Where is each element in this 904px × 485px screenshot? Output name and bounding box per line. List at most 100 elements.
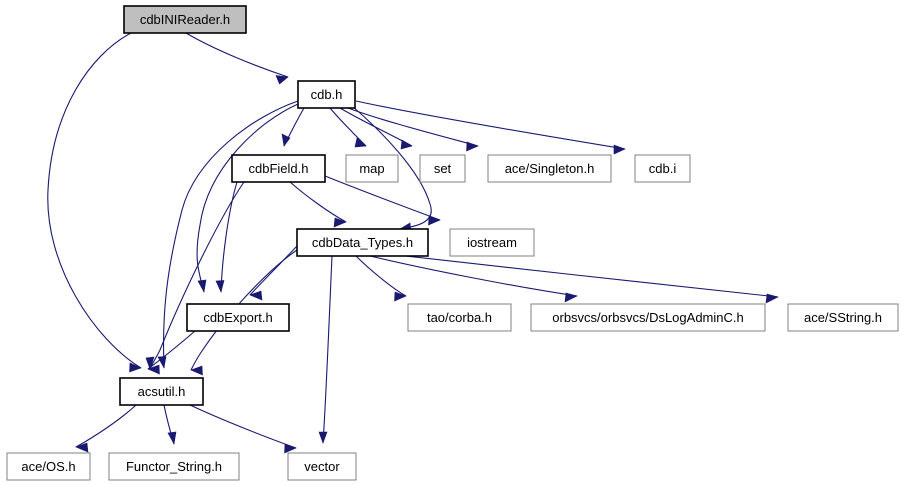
edge-cdbINIReader-to-acsutil <box>47 32 142 373</box>
node-label: tao/corba.h <box>427 310 492 325</box>
edge-acsutil-to-aceOS <box>75 404 137 453</box>
node-label: cdb.i <box>649 161 677 176</box>
arrowhead-icon <box>145 356 155 370</box>
edge-cdb-to-cdbField <box>281 107 305 147</box>
arrowhead-icon <box>249 290 263 301</box>
node-box[interactable] <box>449 228 535 257</box>
edge-cdbDataTypes-to-taocorba <box>355 255 407 302</box>
arrowhead-icon <box>190 365 203 376</box>
edge-line <box>149 181 245 370</box>
node-box[interactable] <box>296 228 429 257</box>
edge-cdb-to-map <box>329 107 367 148</box>
node-cdb[interactable]: cdb.h <box>297 80 356 109</box>
arrowhead-icon <box>354 137 367 148</box>
edge-line <box>369 251 779 298</box>
node-cdbINIReader[interactable]: cdbINIReader.h <box>123 5 247 34</box>
node-aceSString[interactable]: ace/SString.h <box>787 303 899 332</box>
node-cdbDataTypes[interactable]: cdbData_Types.h <box>296 228 429 257</box>
node-box[interactable] <box>123 5 247 34</box>
node-box[interactable] <box>287 452 357 481</box>
edge-cdbDataTypes-to-cdbExport <box>249 245 298 301</box>
node-box[interactable] <box>634 154 691 183</box>
node-aceOS[interactable]: ace/OS.h <box>6 452 91 481</box>
node-box[interactable] <box>6 452 91 481</box>
arrowhead-icon <box>75 442 89 453</box>
edge-cdb-to-cdbi <box>355 100 626 155</box>
arrowhead-icon <box>275 75 289 85</box>
edge-cdbField-to-cdbExport <box>215 181 238 293</box>
node-label: cdbINIReader.h <box>140 12 230 27</box>
node-label: cdbField.h <box>249 161 309 176</box>
node-box[interactable] <box>186 303 290 332</box>
node-box[interactable] <box>119 377 204 406</box>
node-cdbExport[interactable]: cdbExport.h <box>186 303 290 332</box>
node-label: ace/OS.h <box>21 459 75 474</box>
edge-line <box>365 254 578 297</box>
node-label: vector <box>304 459 340 474</box>
edge-cdb-to-aceSingleton <box>347 107 479 152</box>
node-map[interactable]: map <box>345 154 399 183</box>
edge-line <box>351 105 432 230</box>
arrowhead-icon <box>765 293 779 304</box>
arrowhead-icon <box>564 292 578 303</box>
edge-cdbExport-to-acsutil <box>147 330 196 375</box>
edge-line <box>147 330 196 370</box>
edge-line <box>322 255 333 444</box>
node-dslogadmin[interactable]: orbsvcs/orbsvcs/DsLogAdminC.h <box>530 303 766 332</box>
edge-cdbField-to-iostream <box>324 175 441 226</box>
edge-acsutil-to-functorstring <box>163 404 177 445</box>
node-box[interactable] <box>530 303 766 332</box>
arrowhead-icon <box>284 443 297 454</box>
node-acsutil[interactable]: acsutil.h <box>119 377 204 406</box>
node-label: acsutil.h <box>138 384 186 399</box>
edge-cdbDataTypes-to-dslogadmin <box>365 254 578 303</box>
node-box[interactable] <box>487 154 612 183</box>
edge-cdbDataTypes-to-aceSString <box>369 251 779 304</box>
node-label: iostream <box>467 235 517 250</box>
node-taocorba[interactable]: tao/corba.h <box>407 303 512 332</box>
edge-line <box>189 404 297 449</box>
node-iostream[interactable]: iostream <box>449 228 535 257</box>
edge-cdbField-to-acsutil <box>145 181 245 370</box>
arrowhead-icon <box>215 280 225 293</box>
node-set[interactable]: set <box>419 154 466 183</box>
edge-line <box>249 245 298 296</box>
node-label: map <box>359 161 384 176</box>
edge-line <box>347 107 479 147</box>
node-vector[interactable]: vector <box>287 452 357 481</box>
node-functorstring[interactable]: Functor_String.h <box>108 452 240 481</box>
arrowhead-icon <box>281 133 291 147</box>
edge-line <box>339 107 413 147</box>
edge-cdbField-to-cdbDataTypes <box>289 181 347 228</box>
edge-line <box>47 32 142 369</box>
edge-acsutil-to-vector <box>189 404 297 454</box>
edge-line <box>355 100 626 150</box>
node-label: ace/Singleton.h <box>505 161 595 176</box>
node-cdbi[interactable]: cdb.i <box>634 154 691 183</box>
node-box[interactable] <box>787 303 899 332</box>
edge-line <box>289 181 347 223</box>
edge-cdb-to-cdbExport <box>196 103 299 293</box>
node-label: orbsvcs/orbsvcs/DsLogAdminC.h <box>552 310 743 325</box>
arrowhead-icon <box>129 362 142 373</box>
edge-line <box>355 255 407 297</box>
node-box[interactable] <box>419 154 466 183</box>
node-box[interactable] <box>297 80 356 109</box>
node-aceSingleton[interactable]: ace/Singleton.h <box>487 154 612 183</box>
arrowhead-icon <box>333 217 347 228</box>
arrowhead-icon <box>466 141 479 152</box>
edges-layer <box>47 32 779 454</box>
node-box[interactable] <box>231 154 326 183</box>
node-label: Functor_String.h <box>126 459 222 474</box>
node-cdbField[interactable]: cdbField.h <box>231 154 326 183</box>
node-label: cdb.h <box>311 87 343 102</box>
node-box[interactable] <box>345 154 399 183</box>
arrowhead-icon <box>400 139 413 150</box>
node-label: cdbExport.h <box>203 310 272 325</box>
arrowhead-icon <box>197 279 207 293</box>
arrowhead-icon <box>394 291 407 302</box>
node-box[interactable] <box>407 303 512 332</box>
node-box[interactable] <box>108 452 240 481</box>
